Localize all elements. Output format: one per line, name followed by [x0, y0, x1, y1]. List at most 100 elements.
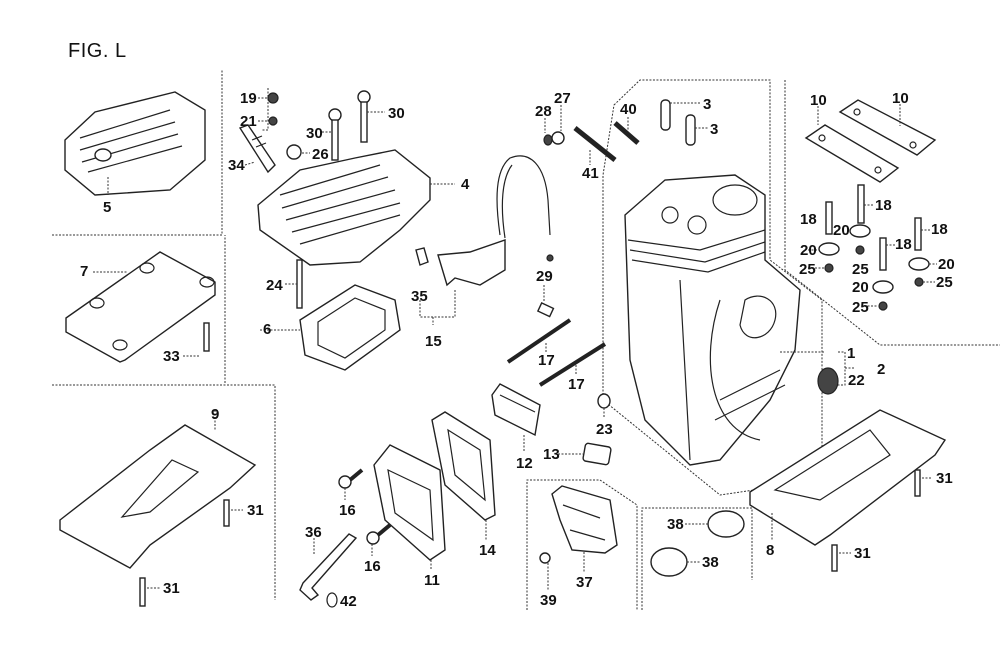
callout-18c: 18 [895, 236, 912, 253]
callout-3b: 3 [710, 121, 719, 138]
callout-20b: 20 [833, 222, 850, 239]
callout-37: 37 [576, 574, 593, 591]
callout-13: 13 [543, 446, 560, 463]
part-dowel-3a [660, 99, 671, 131]
callout-12: 12 [516, 455, 533, 472]
part-nut-27 [551, 131, 565, 145]
callout-31c: 31 [936, 470, 953, 487]
callout-24: 24 [266, 277, 283, 294]
lead-1-2 [780, 351, 855, 386]
callout-14: 14 [479, 542, 496, 559]
part-bolts-31 [139, 469, 932, 607]
callout-31d: 31 [854, 545, 871, 562]
part-plug-23 [597, 393, 611, 409]
part-caps-38 [650, 510, 745, 577]
part-spark-plug [238, 124, 276, 174]
callout-38a: 38 [667, 516, 684, 533]
part-stud-17b [538, 342, 607, 387]
callout-42: 42 [340, 593, 357, 610]
callout-29: 29 [536, 268, 553, 285]
callout-31a: 31 [247, 502, 264, 519]
callout-27: 27 [554, 90, 571, 107]
part-gasket-14 [431, 411, 496, 540]
callout-30a: 30 [306, 125, 323, 142]
callout-9: 9 [211, 406, 220, 423]
part-cylinder-head [257, 149, 455, 266]
part-dowel-3b [685, 114, 696, 146]
callout-25a: 25 [799, 261, 816, 278]
callout-17b: 17 [568, 376, 585, 393]
part-oil-seal-22 [817, 367, 839, 395]
part-stud-17a [506, 318, 572, 364]
callout-28: 28 [535, 103, 552, 120]
callout-16a: 16 [339, 502, 356, 519]
callout-18b: 18 [875, 197, 892, 214]
part-stud-40 [613, 121, 640, 145]
callout-15: 15 [425, 333, 442, 350]
callout-20d: 20 [938, 256, 955, 273]
callout-8: 8 [766, 542, 775, 559]
callout-30b: 30 [388, 105, 405, 122]
divider-mount-hardware [784, 80, 1000, 346]
part-pin-29 [536, 302, 555, 318]
callout-16b: 16 [364, 558, 381, 575]
callout-18a: 18 [800, 211, 817, 228]
part-breather-tube-36 [299, 533, 358, 601]
callout-23: 23 [596, 421, 613, 438]
divider-head-cover [52, 70, 223, 236]
callout-3a: 3 [703, 96, 712, 113]
callout-36: 36 [305, 524, 322, 541]
part-nut-19 [267, 92, 279, 104]
part-base-plate-9 [59, 410, 257, 569]
part-stud-24 [296, 259, 303, 309]
part-cushion-13 [582, 442, 612, 466]
part-bolt-33 [203, 322, 210, 352]
callout-35: 35 [411, 288, 428, 305]
figure-title: FIG. L [68, 40, 127, 62]
part-base-plate-8 [749, 409, 947, 546]
callout-1: 1 [847, 345, 856, 362]
callout-22: 22 [848, 372, 865, 389]
callout-19: 19 [240, 90, 257, 107]
part-clip-42 [326, 592, 338, 608]
callout-6: 6 [263, 321, 272, 338]
part-gasket-12 [491, 383, 541, 452]
bracket-19-21 [262, 88, 269, 131]
callout-40: 40 [620, 101, 637, 118]
callout-41: 41 [582, 165, 599, 182]
part-mount-plate-7 [65, 251, 216, 363]
callout-4: 4 [461, 176, 470, 193]
part-bracket-37 [539, 485, 618, 590]
callout-26: 26 [312, 146, 329, 163]
callout-17a: 17 [538, 352, 555, 369]
callout-33: 33 [163, 348, 180, 365]
part-bolts-30 [322, 90, 385, 161]
callout-10b: 10 [892, 90, 909, 107]
bracket-box [526, 479, 638, 610]
callout-5: 5 [103, 199, 112, 216]
callout-31b: 31 [163, 580, 180, 597]
part-cover-11 [373, 444, 446, 570]
part-plates-10 [804, 99, 937, 183]
part-washer-21 [268, 116, 278, 126]
part-ignition-coil [415, 155, 554, 325]
part-cylinder-head-cover [64, 91, 206, 196]
callout-20a: 20 [800, 242, 817, 259]
callout-39: 39 [540, 592, 557, 609]
callout-11: 11 [424, 572, 440, 589]
part-stud-41 [573, 126, 617, 162]
divider-base-plate [52, 384, 276, 600]
callout-10a: 10 [810, 92, 827, 109]
cap-box [641, 507, 753, 610]
part-bolts-16 [338, 468, 392, 556]
callout-25d: 25 [936, 274, 953, 291]
callout-25c: 25 [852, 299, 869, 316]
part-nut-26 [286, 144, 302, 160]
callout-20c: 20 [852, 279, 869, 296]
callout-2: 2 [877, 361, 886, 378]
part-washer-28 [543, 134, 553, 146]
part-mount-hardware [808, 184, 937, 311]
part-head-gasket [260, 284, 401, 371]
